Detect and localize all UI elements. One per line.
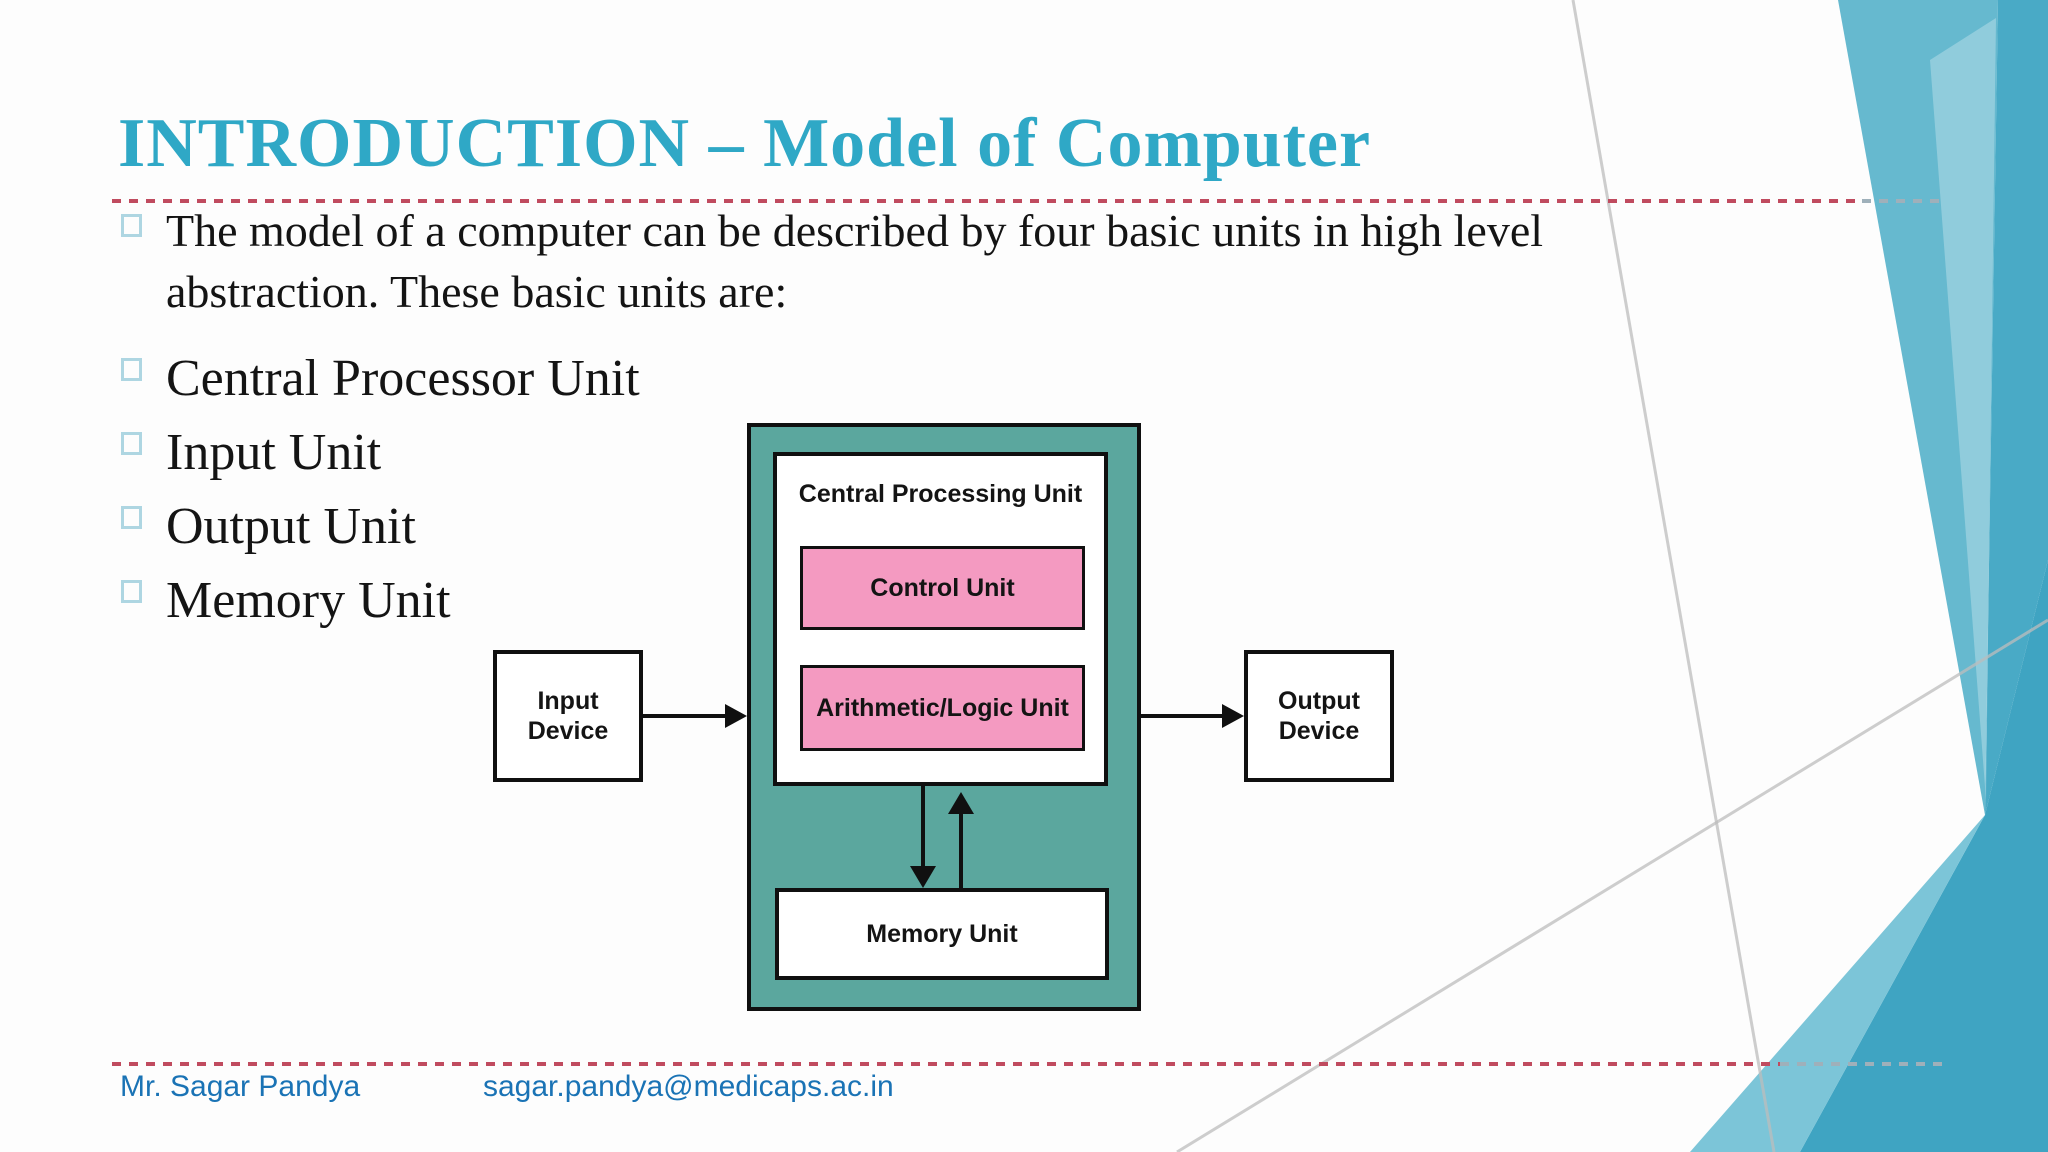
diagram-memory-unit-label: Memory Unit: [866, 919, 1018, 948]
bullet-item-output-unit: Output Unit: [166, 498, 416, 555]
arrow-cpu-to-memory-shaft: [921, 786, 925, 868]
footer-divider-red: [112, 1062, 1780, 1066]
diagram-input-device-box: Input Device: [493, 650, 643, 782]
footer-divider-gray: [1780, 1062, 1942, 1066]
bullet-item-input-unit: Input Unit: [166, 424, 382, 481]
title-divider-gray: [1862, 199, 1946, 203]
intro-paragraph: The model of a computer can be described…: [166, 205, 1544, 317]
bullet-item-memory-unit: Memory Unit: [166, 572, 451, 629]
arrow-memory-to-cpu-shaft: [959, 812, 963, 888]
bullet-square-1: [121, 358, 142, 381]
diagram-control-unit-box: Control Unit: [800, 546, 1085, 630]
footer-email: sagar.pandya@medicaps.ac.in: [483, 1070, 894, 1103]
diagram-output-device-label: Output Device: [1278, 687, 1360, 745]
bullet-square-3: [121, 506, 142, 529]
bullet-square-4: [121, 580, 142, 603]
diagram-alu-label: Arithmetic/Logic Unit: [816, 693, 1069, 722]
arrow-cpu-to-memory-head: [910, 866, 936, 888]
diagram-memory-unit-box: Memory Unit: [775, 888, 1109, 980]
bullet-item-central-processor-unit: Central Processor Unit: [166, 350, 640, 407]
title-divider-red: [112, 199, 1862, 203]
arrow-cpu-to-output-head: [1222, 704, 1244, 728]
diagram-cpu-label: Central Processing Unit: [798, 480, 1083, 508]
diagram-alu-box: Arithmetic/Logic Unit: [800, 665, 1085, 751]
arrow-cpu-to-output-shaft: [1141, 714, 1224, 718]
arrow-input-to-cpu-shaft: [643, 714, 727, 718]
bullet-square-2: [121, 432, 142, 455]
diagram-output-device-box: Output Device: [1244, 650, 1394, 782]
slide-title: INTRODUCTION – Model of Computer: [118, 105, 1372, 182]
footer-author: Mr. Sagar Pandya: [120, 1070, 361, 1103]
diagram-input-device-label: Input Device: [527, 687, 609, 745]
diagram-control-unit-label: Control Unit: [870, 573, 1015, 602]
bullet-square-intro: [121, 214, 142, 237]
arrow-input-to-cpu-head: [725, 704, 747, 728]
arrow-memory-to-cpu-head: [948, 792, 974, 814]
